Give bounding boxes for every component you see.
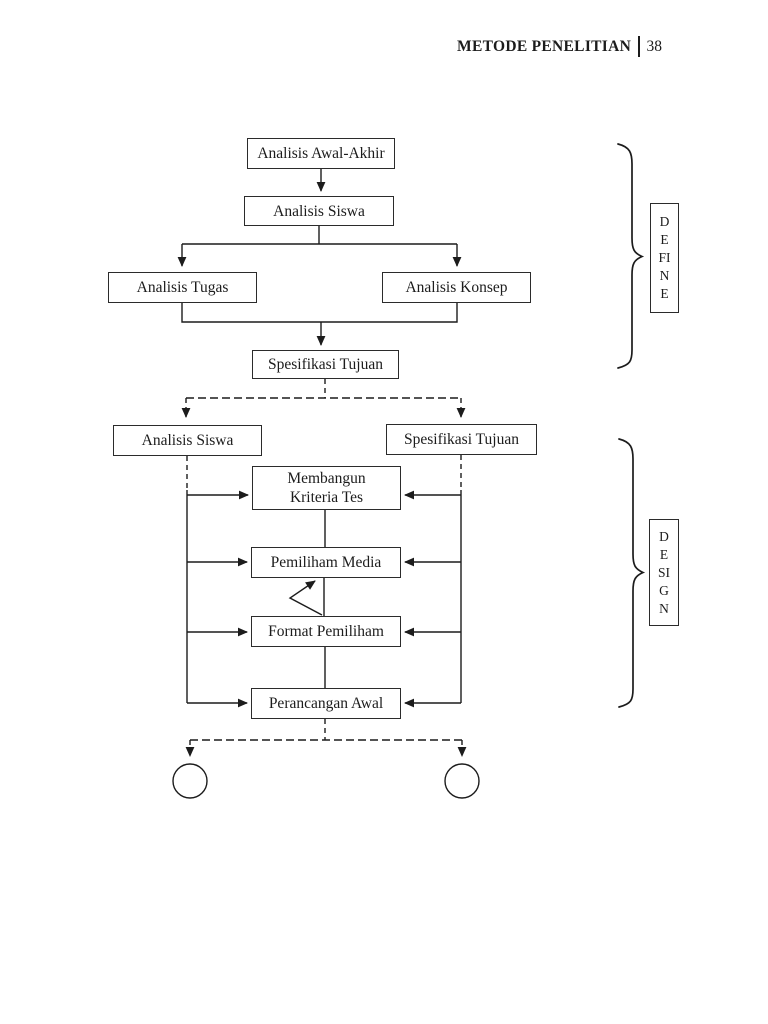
- right-terminal-circle: [444, 763, 480, 799]
- box-label: Analisis Tugas: [136, 279, 229, 296]
- define-phase-label: DEFINE: [658, 214, 671, 301]
- header-title: METODE PENELITIAN: [457, 37, 632, 55]
- box-label: Format Pemiliham: [268, 623, 384, 640]
- box-pemiliham-media: Pemiliham Media: [251, 547, 401, 578]
- line-join-horizontal: [181, 303, 458, 323]
- define-phase-box: DEFINE: [650, 203, 679, 313]
- box-analisis-awal-akhir: Analisis Awal-Akhir: [247, 138, 395, 169]
- box-label: Analisis Siswa: [273, 202, 365, 220]
- box-spesifikasi-tujuan-top: Spesifikasi Tujuan: [252, 350, 399, 379]
- box-label-line2: Kriteria Tes: [289, 489, 364, 506]
- page-header: METODE PENELITIAN 38: [457, 36, 662, 57]
- box-analisis-konsep: Analisis Konsep: [382, 272, 531, 303]
- box-perancangan-awal: Perancangan Awal: [251, 688, 401, 719]
- box-analisis-siswa-top: Analisis Siswa: [244, 196, 394, 226]
- box-label: Analisis Awal-Akhir: [257, 145, 385, 162]
- box-label: Analisis Siswa: [141, 432, 234, 449]
- design-brace: [618, 438, 646, 708]
- box-format-pemiliham: Format Pemiliham: [251, 616, 401, 647]
- box-label: Spesifikasi Tujuan: [268, 356, 383, 373]
- box-analisis-tugas: Analisis Tugas: [108, 272, 257, 303]
- left-terminal-circle: [172, 763, 208, 799]
- box-label: Spesifikasi Tujuan: [404, 431, 519, 448]
- box-spesifikasi-tujuan-mid: Spesifikasi Tujuan: [386, 424, 537, 455]
- page-number: 38: [646, 37, 663, 55]
- box-membangun-kriteria-tes: Membangun Kriteria Tes: [252, 466, 401, 510]
- define-brace: [617, 143, 645, 369]
- box-label: Pemiliham Media: [270, 554, 382, 571]
- header-divider: [638, 36, 640, 57]
- box-analisis-siswa-mid: Analisis Siswa: [113, 425, 262, 456]
- box-label-line1: Membangun: [287, 470, 366, 487]
- design-phase-label: DESIGN: [657, 528, 670, 616]
- box-label: Perancangan Awal: [268, 695, 384, 712]
- feedback-arrow-format-to-media: [288, 580, 323, 616]
- design-phase-box: DESIGN: [649, 519, 679, 626]
- box-label: Analisis Konsep: [405, 279, 508, 296]
